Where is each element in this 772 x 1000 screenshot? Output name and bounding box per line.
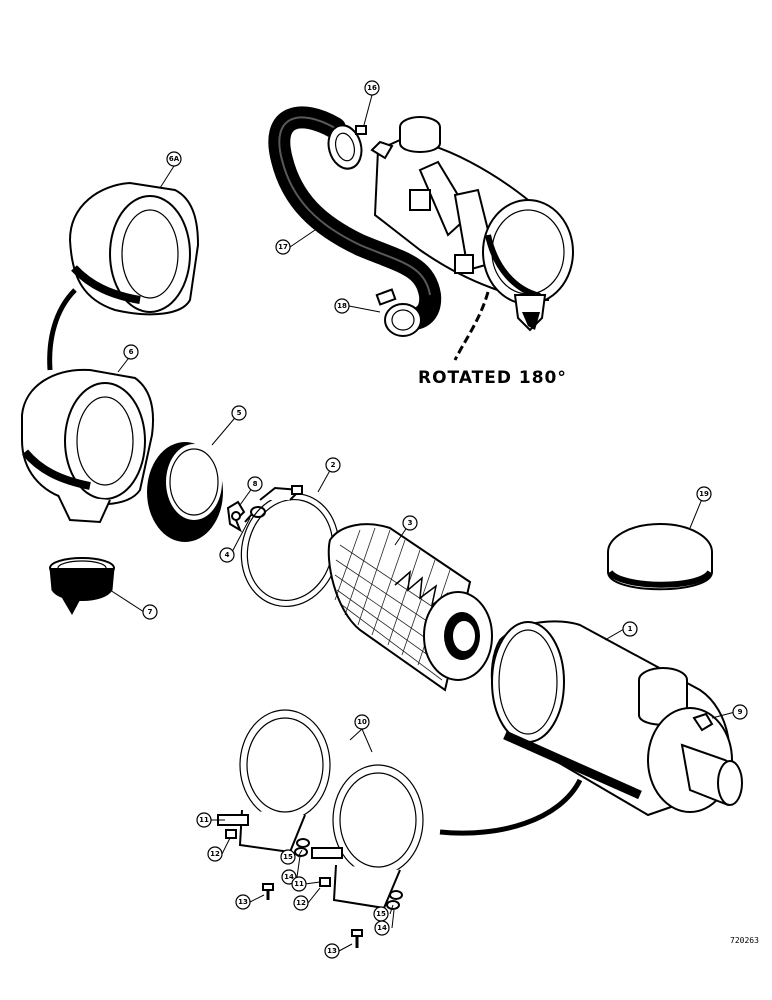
rain-cap-19	[607, 523, 713, 591]
dust-cup-7	[49, 557, 115, 615]
callout-18: 18	[334, 298, 350, 314]
hose-17	[268, 106, 442, 330]
callout-5: 5	[231, 405, 247, 421]
callout-16: 16	[364, 80, 380, 96]
plate-number: 720263	[730, 936, 759, 945]
arrow-6a-to-6	[47, 288, 77, 371]
svg-text:3: 3	[408, 519, 413, 527]
wing-nut-8	[226, 500, 246, 533]
gasket-ring-5	[147, 442, 223, 542]
svg-text:8: 8	[253, 480, 258, 488]
mounting-band-10-right	[311, 764, 424, 910]
svg-text:9: 9	[738, 708, 743, 716]
callout-12-right: 12	[293, 895, 309, 911]
callout-2: 2	[325, 457, 341, 473]
svg-text:12: 12	[210, 850, 220, 858]
callout-15-left: 15	[280, 849, 296, 865]
svg-text:18: 18	[337, 302, 347, 310]
canister-end-cap	[482, 199, 574, 305]
svg-text:6A: 6A	[169, 155, 180, 163]
callout-8: 8	[247, 476, 263, 492]
callout-14-right: 14	[374, 920, 390, 936]
svg-text:10: 10	[357, 718, 367, 726]
svg-text:11: 11	[199, 816, 209, 824]
callout-3: 3	[402, 515, 418, 531]
svg-text:2: 2	[331, 461, 336, 469]
callout-13-left: 13	[235, 894, 251, 910]
svg-text:1: 1	[628, 625, 633, 633]
callout-4: 4	[219, 547, 235, 563]
svg-text:13: 13	[327, 947, 337, 955]
hose-clamp-18	[384, 303, 422, 337]
svg-text:19: 19	[699, 490, 709, 498]
svg-text:16: 16	[367, 84, 377, 92]
callout-7: 7	[142, 604, 158, 620]
svg-text:15: 15	[376, 910, 386, 918]
callout-6: 6	[123, 344, 139, 360]
callout-17: 17	[275, 239, 291, 255]
callout-11-right: 11	[291, 876, 307, 892]
svg-text:7: 7	[148, 608, 153, 616]
svg-text:6: 6	[129, 348, 134, 356]
svg-text:17: 17	[278, 243, 288, 251]
callout-9: 9	[732, 704, 748, 720]
svg-text:14: 14	[377, 924, 387, 932]
mounting-band-10-left	[217, 709, 331, 854]
svg-text:15: 15	[283, 853, 293, 861]
callout-11-left: 11	[196, 812, 212, 828]
assembled-air-cleaner-rotated	[268, 106, 574, 337]
canister-body-1	[490, 620, 743, 817]
hose-clamp-16	[327, 124, 363, 170]
callout-1: 1	[622, 621, 638, 637]
precleaner-cup-6a	[68, 181, 200, 316]
rotated-arrow	[453, 291, 490, 361]
callout-12-left: 12	[207, 846, 223, 862]
rotated-label: ROTATED 180°	[418, 368, 567, 388]
svg-text:5: 5	[237, 409, 242, 417]
svg-text:11: 11	[294, 880, 304, 888]
svg-text:14: 14	[284, 873, 294, 881]
callout-6a: 6A	[166, 151, 182, 167]
svg-text:4: 4	[225, 551, 230, 559]
hardware-nuts-bolts	[225, 829, 403, 948]
callout-10: 10	[354, 714, 370, 730]
callout-19: 19	[696, 486, 712, 502]
arrow-clamps-to-body	[439, 778, 583, 836]
filter-element-3	[327, 523, 493, 692]
svg-text:13: 13	[238, 898, 248, 906]
svg-text:12: 12	[296, 899, 306, 907]
callout-15-right: 15	[373, 906, 389, 922]
precleaner-cup-6	[21, 368, 155, 524]
callout-13-right: 13	[324, 943, 340, 959]
